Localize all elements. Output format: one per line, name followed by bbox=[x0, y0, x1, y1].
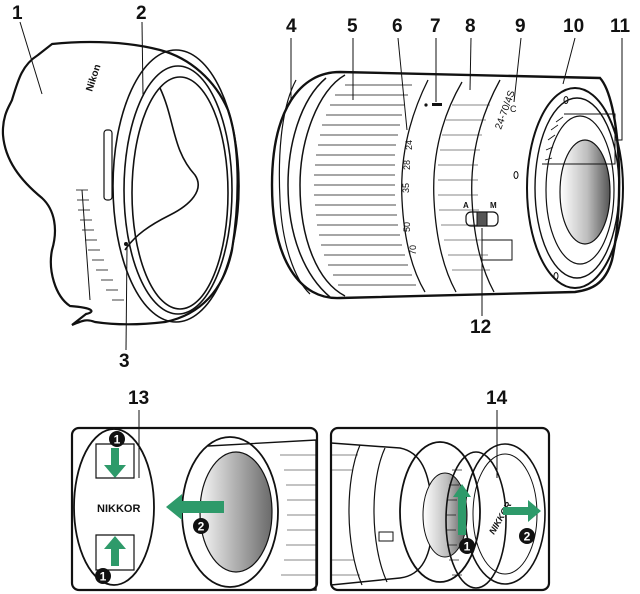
press-up-arrow-icon bbox=[104, 536, 126, 566]
svg-text:1: 1 bbox=[100, 570, 107, 584]
callout-12-focus-mode-switch: 12 bbox=[470, 317, 492, 338]
svg-text:50: 50 bbox=[402, 222, 412, 232]
svg-text:35: 35 bbox=[401, 183, 411, 193]
callout-2-hood-lock-mark: 2 bbox=[136, 3, 147, 24]
callout-8-control-ring: 8 bbox=[465, 16, 476, 37]
remove-left-arrow-icon bbox=[166, 494, 224, 520]
c-mark: C bbox=[510, 104, 517, 114]
svg-text:70: 70 bbox=[408, 245, 418, 255]
callout-1-lens-hood: 1 bbox=[12, 3, 23, 24]
step-badge-2: 2 bbox=[193, 518, 209, 534]
hood-mount-index-dot bbox=[124, 242, 128, 246]
svg-text:24: 24 bbox=[404, 140, 414, 150]
lens-hood: Nikon bbox=[1, 21, 240, 351]
focus-mode-switch: A M bbox=[463, 201, 513, 261]
zoom-ring-ribs bbox=[314, 84, 416, 286]
callout-10-mounting-mark: 10 bbox=[563, 16, 585, 37]
step-badge-1: 1 bbox=[459, 538, 475, 554]
rear-lens-element bbox=[559, 139, 611, 245]
remove-right-arrow-icon bbox=[503, 500, 541, 522]
press-down-arrow-icon bbox=[104, 448, 126, 478]
cpu-contacts bbox=[544, 116, 564, 161]
zoom-index-mark bbox=[432, 103, 442, 106]
callout-6-focal-length-scale: 6 bbox=[392, 16, 403, 37]
svg-text:1: 1 bbox=[464, 540, 471, 554]
mounting-index-dot bbox=[424, 103, 428, 107]
callout-14-rear-cap: 14 bbox=[486, 388, 508, 409]
callout-11-cpu-contacts: 11 bbox=[610, 16, 631, 37]
callout-5-zoom-ring: 5 bbox=[347, 16, 358, 37]
rear-cap-panel: NIKKOR 1 2 bbox=[329, 410, 551, 592]
step-badge-1-top: 1 bbox=[109, 431, 125, 447]
step-badge-1-bottom: 1 bbox=[95, 568, 111, 584]
callout-13-front-cap: 13 bbox=[128, 388, 150, 409]
callout-3-hood-mounting-mark: 3 bbox=[119, 351, 130, 372]
svg-text:28: 28 bbox=[402, 160, 412, 170]
rear-cap-brand: NIKKOR bbox=[487, 500, 514, 536]
rotate-up-arrow-icon bbox=[453, 484, 471, 535]
focal-length-scale: 24 28 35 50 70 bbox=[401, 140, 418, 255]
callout-9-lens-name: 9 bbox=[515, 16, 526, 37]
svg-text:1: 1 bbox=[114, 433, 121, 447]
svg-text:A: A bbox=[463, 201, 469, 210]
svg-text:M: M bbox=[490, 201, 497, 210]
callout-4-hood-alignment-mark: 4 bbox=[286, 16, 297, 37]
front-cap-brand: NIKKOR bbox=[97, 503, 140, 515]
lens-body: 24 28 35 50 70 24-70/4S C A M bbox=[270, 37, 624, 316]
callout-7-focal-length-mark: 7 bbox=[430, 16, 441, 37]
front-cap-panel: NIKKOR 1 1 2 bbox=[70, 410, 319, 592]
svg-text:2: 2 bbox=[198, 520, 205, 534]
hood-brand: Nikon bbox=[84, 63, 103, 93]
step-badge-2: 2 bbox=[519, 528, 535, 544]
svg-text:2: 2 bbox=[524, 530, 531, 544]
hood-grip-ribs bbox=[76, 189, 124, 301]
